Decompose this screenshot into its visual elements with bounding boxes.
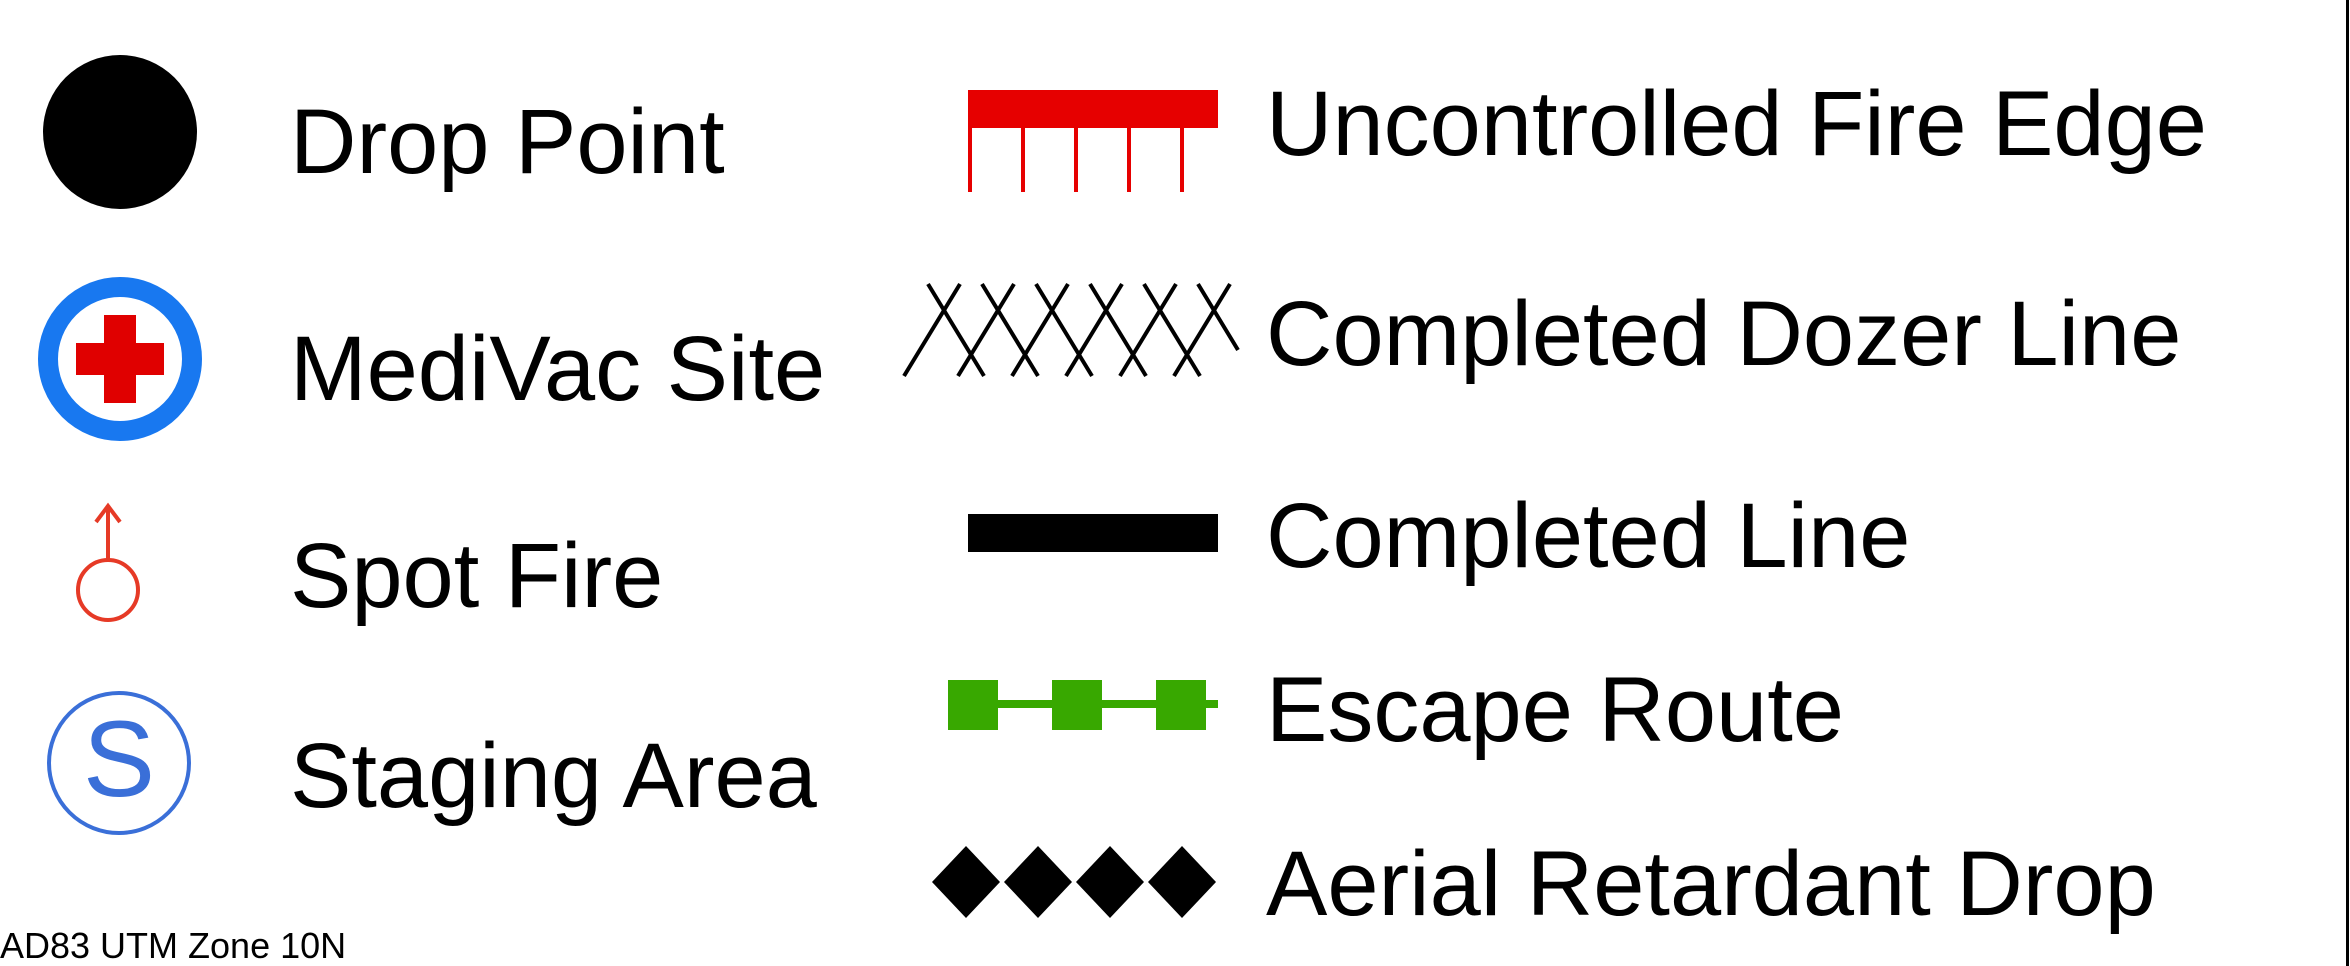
legend-label-uncontrolled-fire-edge: Uncontrolled Fire Edge [1266, 73, 2207, 175]
legend-label-aerial-retardant-drop: Aerial Retardant Drop [1266, 833, 2156, 935]
medivac-icon [38, 277, 202, 441]
spot-fire-icon [76, 502, 140, 622]
drop-point-icon [43, 55, 197, 209]
legend-label-drop-point: Drop Point [290, 91, 725, 193]
aerial-retardant-drop-icon [932, 846, 1216, 918]
staging-area-icon: S [47, 691, 191, 835]
legend-label-completed-dozer-line: Completed Dozer Line [1266, 283, 2182, 385]
projection-label: AD83 UTM Zone 10N [0, 925, 347, 966]
escape-route-icon [948, 680, 1218, 730]
legend-label-escape-route: Escape Route [1266, 659, 1844, 761]
completed-dozer-line-icon [902, 282, 1240, 378]
legend-label-staging-area: Staging Area [290, 725, 817, 827]
map-frame-edge [2346, 0, 2349, 966]
legend-label-completed-line: Completed Line [1266, 485, 1911, 587]
uncontrolled-fire-edge-icon [968, 90, 1218, 192]
completed-line-icon [968, 514, 1218, 552]
svg-text:S: S [83, 698, 155, 819]
legend-label-spot-fire: Spot Fire [290, 525, 664, 627]
legend-label-medivac-site: MediVac Site [290, 318, 826, 420]
